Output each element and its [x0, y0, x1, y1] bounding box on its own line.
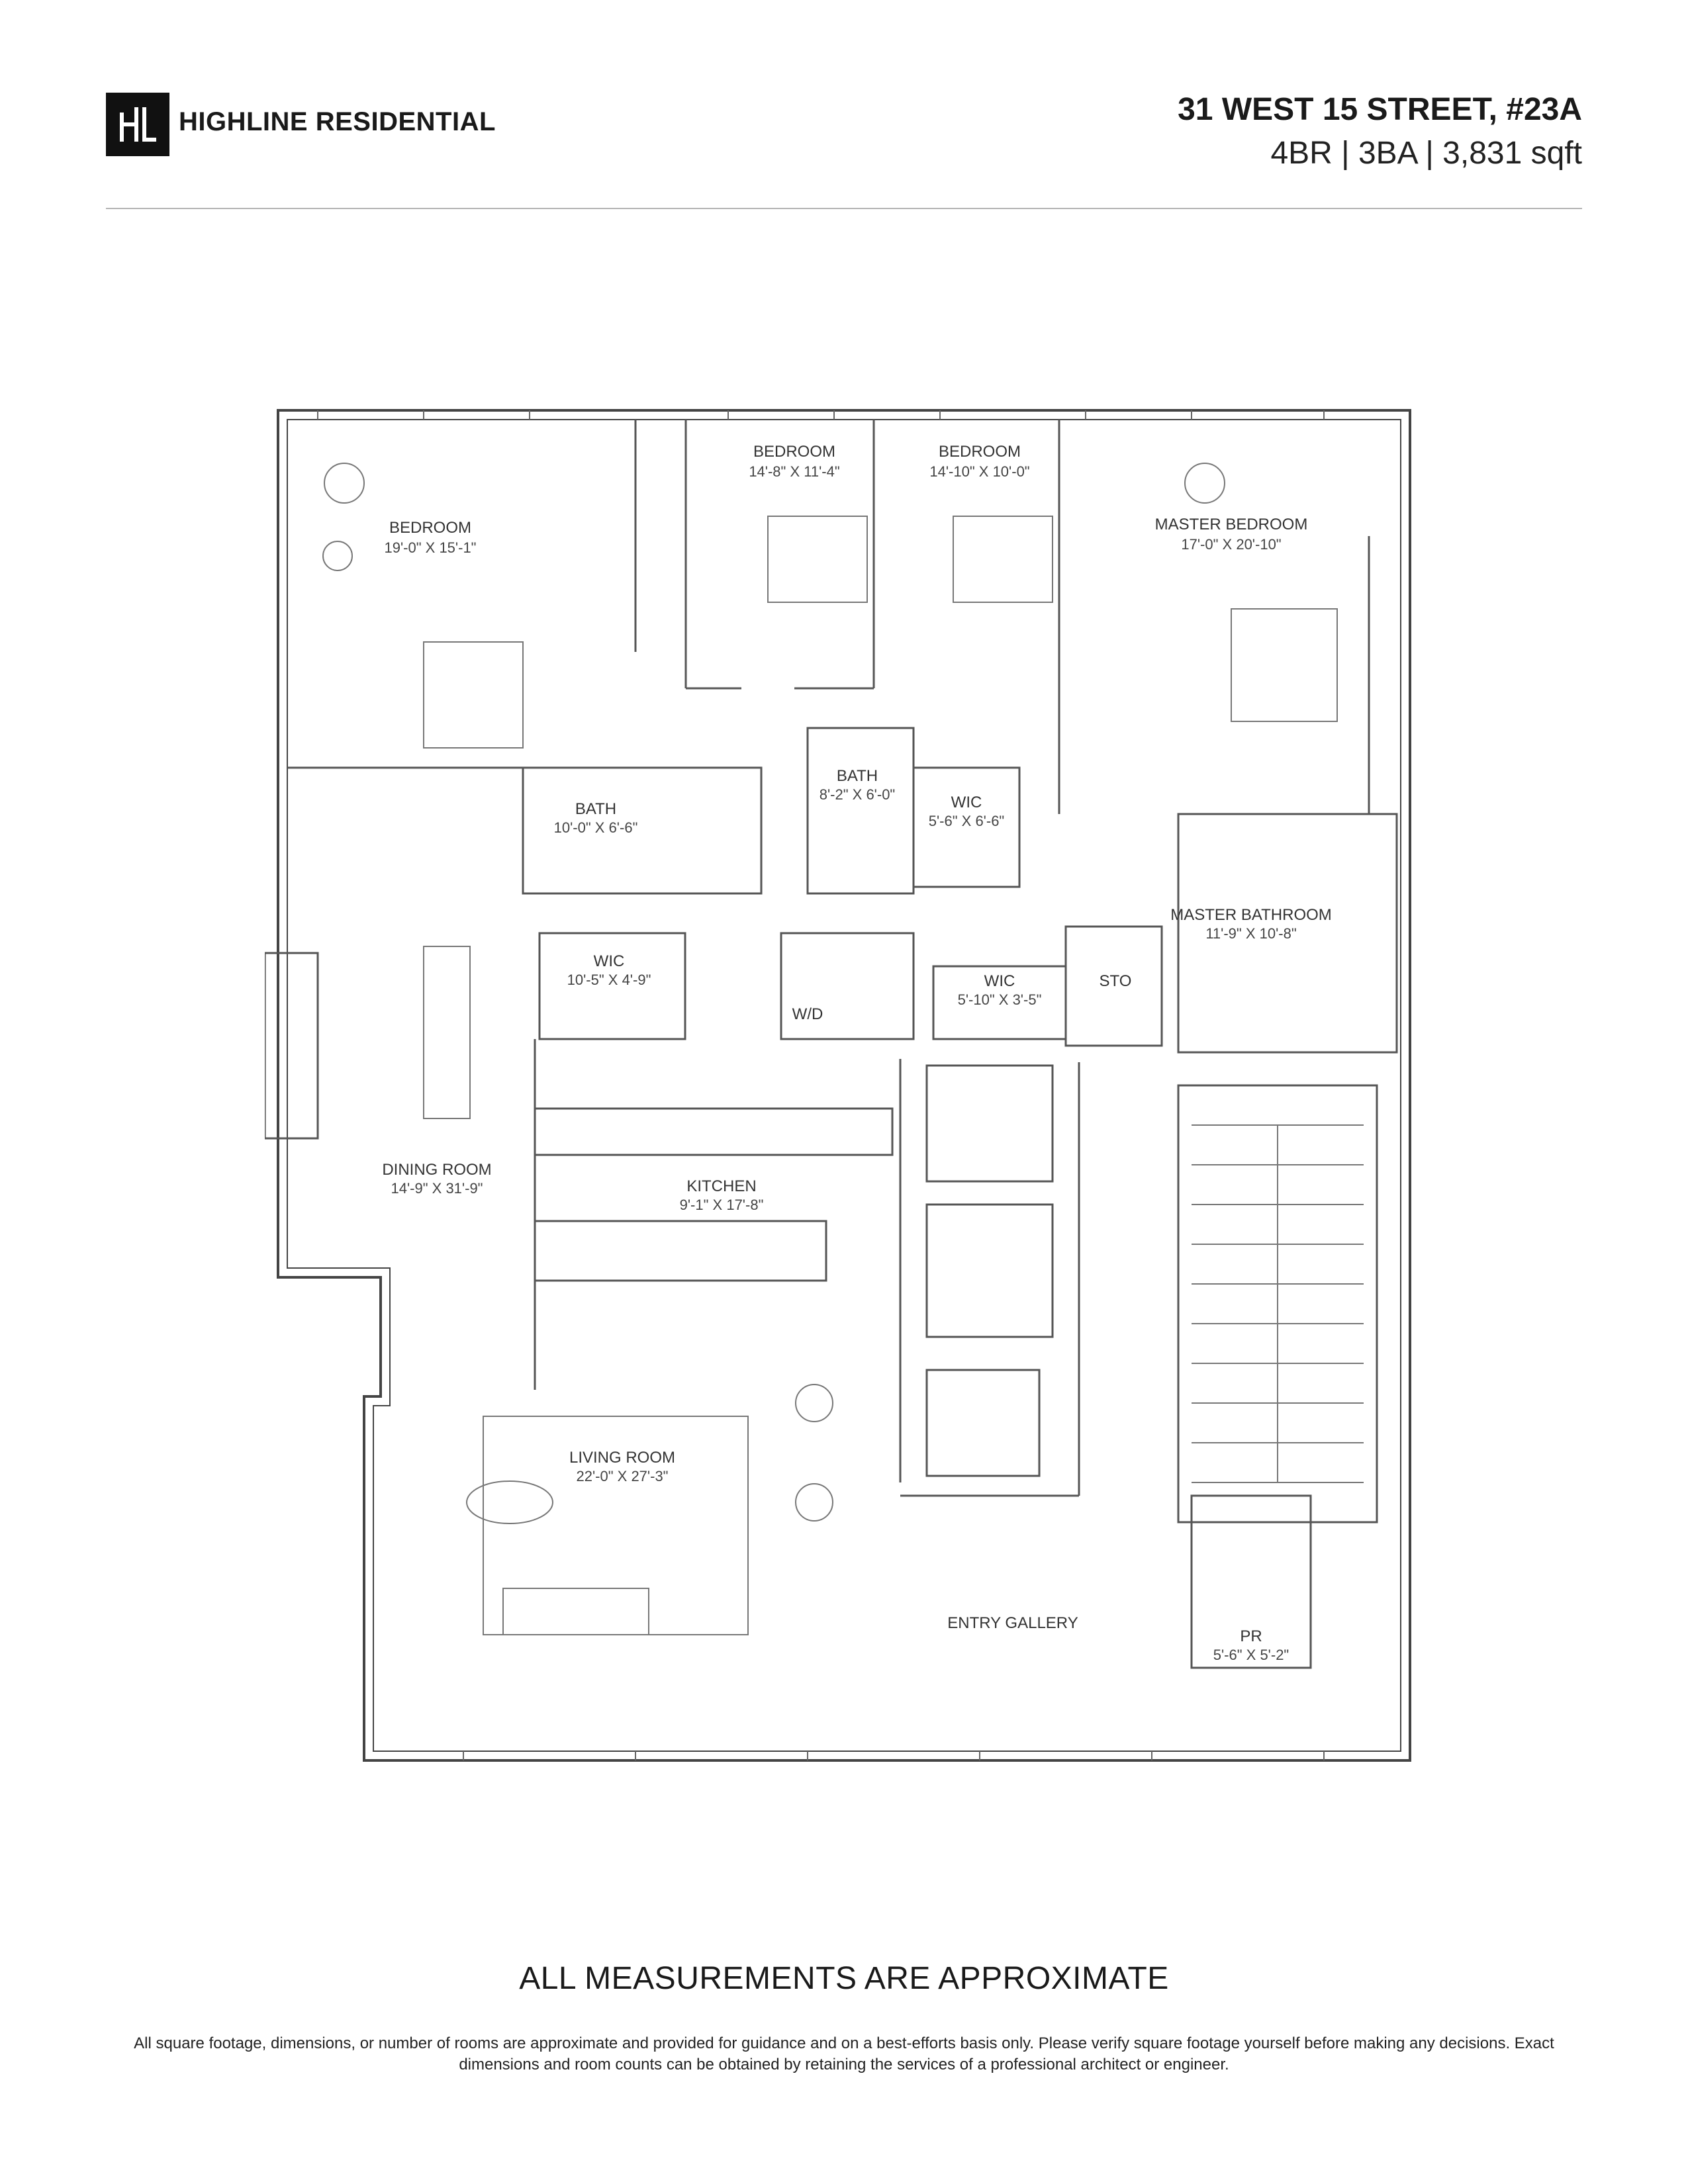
chair: [324, 463, 365, 504]
wall: [806, 727, 915, 895]
room-name: W/D: [792, 1005, 823, 1023]
room-dims: 22'-0" X 27'-3": [577, 1468, 669, 1484]
disclaimer: All square footage, dimensions, or numbe…: [134, 2034, 1554, 2073]
room-dims: 5'-6" X 5'-2": [1213, 1647, 1289, 1663]
exterior-wall: [277, 409, 1411, 1762]
page-header: HIGHLINE RESIDENTIAL 31 WEST 15 STREET, …: [0, 0, 1688, 212]
room-name: BATH: [575, 800, 616, 818]
elevator: [925, 1369, 1041, 1477]
chair: [795, 1483, 833, 1522]
wall: [1178, 536, 1370, 815]
room-dims: 5'-10" X 3'-5": [958, 991, 1042, 1008]
room-name: PR: [1240, 1627, 1262, 1645]
chair: [795, 1384, 833, 1422]
wall: [538, 932, 686, 1040]
room-name: BEDROOM: [939, 443, 1021, 461]
room-name: MASTER BATHROOM: [1170, 906, 1332, 924]
room-name: LIVING ROOM: [569, 1449, 675, 1467]
room-dims: 14'-8" X 11'-4": [749, 463, 839, 480]
bed: [767, 516, 868, 603]
logo-mark-icon: [120, 107, 156, 142]
bed: [423, 641, 524, 749]
listing-specs: 4BR | 3BA | 3,831 sqft: [1270, 136, 1582, 171]
stair: [1177, 1084, 1378, 1524]
room-name: BEDROOM: [389, 519, 471, 537]
logo: [106, 93, 169, 156]
measurement-notice: ALL MEASUREMENTS ARE APPROXIMATE: [519, 1961, 1169, 1996]
counter: [534, 1220, 827, 1282]
bed: [953, 516, 1053, 603]
elevator: [925, 1203, 1054, 1338]
counter: [534, 1107, 894, 1156]
room-dims: 10'-5" X 4'-9": [567, 972, 651, 988]
wall: [1064, 925, 1163, 1047]
elevator: [925, 1064, 1054, 1183]
room-dims: 10'-0" X 6'-6": [554, 819, 638, 836]
room-name: BATH: [837, 767, 878, 785]
room-name: WIC: [951, 794, 982, 811]
coffee-table: [466, 1480, 553, 1524]
room-name: WIC: [984, 972, 1015, 990]
room-dims: 14'-10" X 10'-0": [929, 463, 1029, 480]
window-bay: [265, 952, 319, 1140]
wall: [1190, 1494, 1312, 1669]
room-name: KITCHEN: [686, 1177, 756, 1195]
exterior-wall-inner: [287, 419, 1401, 1752]
floor-plan: BEDROOM 19'-0" X 15'-1" BEDROOM 14'-8" X…: [265, 397, 1436, 1787]
chair: [322, 541, 353, 571]
rug: [483, 1416, 749, 1635]
room-dims: 5'-6" X 6'-6": [929, 813, 1005, 829]
wall: [522, 766, 763, 895]
brand-name: HIGHLINE RESIDENTIAL: [179, 107, 496, 136]
wall: [1177, 813, 1398, 1054]
room-name: DINING ROOM: [382, 1161, 491, 1179]
room-dims: 14'-9" X 31'-9": [391, 1180, 483, 1197]
listing-address: 31 WEST 15 STREET, #23A: [1178, 92, 1582, 127]
sofa: [502, 1588, 649, 1635]
room-dims: 8'-2" X 6'-0": [820, 786, 896, 803]
chair: [1184, 463, 1225, 504]
room-dims: 11'-9" X 10'-8": [1205, 925, 1296, 942]
room-dims: 17'-0" X 20'-10": [1181, 536, 1281, 553]
floor-plan-drawing: BEDROOM 19'-0" X 15'-1" BEDROOM 14'-8" X…: [265, 409, 1411, 1762]
header-divider: [106, 208, 1582, 209]
dining-table: [423, 946, 471, 1119]
room-name: MASTER BEDROOM: [1155, 516, 1308, 533]
stair-treads: [1192, 1124, 1364, 1483]
wall: [780, 932, 915, 1040]
bed: [1231, 608, 1338, 722]
room-dims: 19'-0" X 15'-1": [385, 539, 477, 556]
room-name: ENTRY GALLERY: [947, 1614, 1078, 1632]
room-name: STO: [1100, 972, 1132, 990]
room-dims: 9'-1" X 17'-8": [680, 1197, 764, 1213]
room-name: BEDROOM: [753, 443, 835, 461]
room-labels: BEDROOM 19'-0" X 15'-1" BEDROOM 14'-8" X…: [382, 443, 1331, 1663]
room-name: WIC: [594, 952, 625, 970]
wall: [912, 766, 1021, 888]
